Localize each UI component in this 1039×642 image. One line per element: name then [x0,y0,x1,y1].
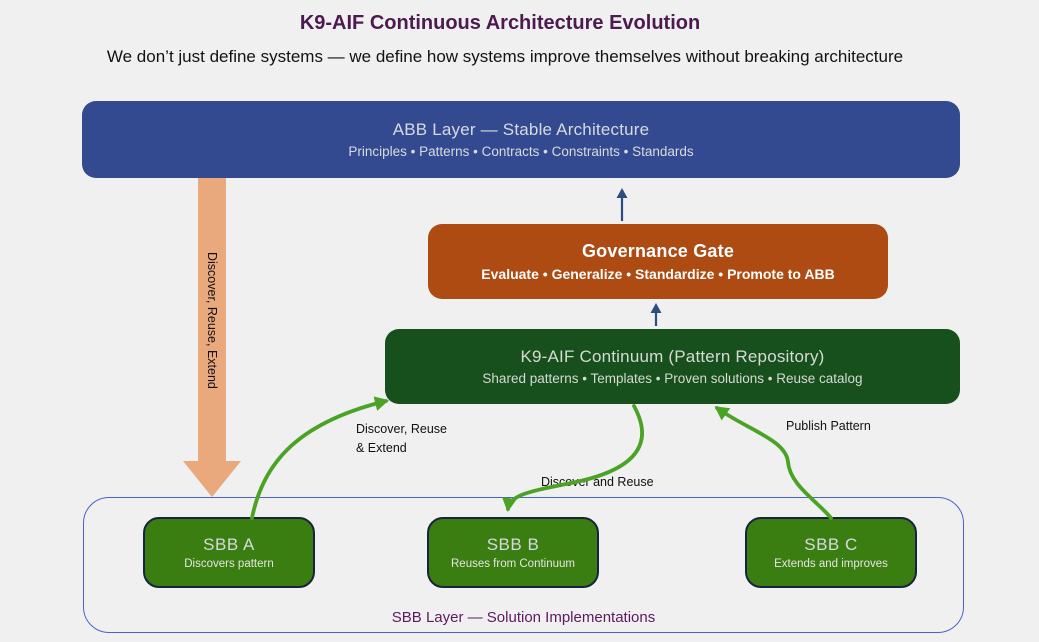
abb-layer-box: ABB Layer — Stable Architecture Principl… [82,101,960,178]
abb-layer-subtitle: Principles • Patterns • Contracts • Cons… [348,144,694,159]
sbb-a-subtitle: Discovers pattern [184,558,274,570]
continuum-subtitle: Shared patterns • Templates • Proven sol… [482,371,863,386]
abb-layer-title: ABB Layer — Stable Architecture [392,120,650,139]
sbb-layer-label: SBB Layer — Solution Implementations [391,609,656,626]
sbb-c-title: SBB C [804,535,858,554]
page-subtitle: We don’t just define systems — we define… [106,47,904,66]
sbb-c-subtitle: Extends and improves [774,558,888,570]
continuum-box: K9-AIF Continuum (Pattern Repository) Sh… [385,329,960,404]
discover-reuse-extend-curve-label-line1: Discover, Reuse [356,422,448,436]
discover-reuse-extend-arrowhead-icon [183,461,241,497]
continuum-to-sbb-b-arrow [502,404,644,512]
sbb-c-box: SBB C Extends and improves [745,517,917,588]
sbb-a-title: SBB A [203,535,255,554]
page-title: K9-AIF Continuous Architecture Evolution [299,12,701,34]
discover-reuse-extend-arrow-label: Discover, Reuse, Extend [205,251,219,389]
sbb-b-subtitle: Reuses from Continuum [451,558,575,570]
governance-gate-box: Governance Gate Evaluate • Generalize • … [428,224,888,299]
sbb-a-box: SBB A Discovers pattern [143,517,315,588]
sbb-b-title: SBB B [486,535,540,554]
sbb-b-box: SBB B Reuses from Continuum [427,517,599,588]
discover-reuse-extend-curve-label-line2: & Extend [356,441,407,455]
continuum-title: K9-AIF Continuum (Pattern Repository) [520,347,825,366]
discover-and-reuse-label: Discover and Reuse [541,475,654,489]
discover-reuse-extend-arrow: Discover, Reuse, Extend [198,178,226,462]
discover-reuse-extend-curve-label: Discover, Reuse & Extend [356,420,447,458]
governance-gate-subtitle: Evaluate • Generalize • Standardize • Pr… [481,266,835,282]
publish-pattern-label: Publish Pattern [786,419,871,433]
governance-gate-title: Governance Gate [581,241,735,261]
